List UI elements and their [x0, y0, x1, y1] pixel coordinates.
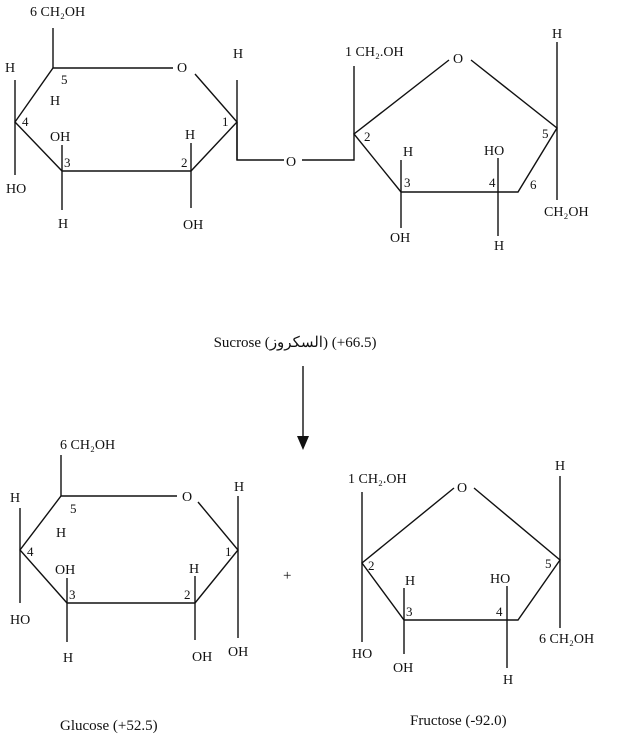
sucrose-fructose-c6-label: CH₂OH: [544, 205, 589, 220]
sucrose-fructose-c1-label: 1 CH₂.OH: [345, 45, 404, 60]
fructose-ring: [361, 487, 561, 621]
glucose-c5-number: 5: [70, 501, 77, 516]
sucrose-fructose-ring: [353, 59, 558, 193]
sucrose-glucose-c5-h: H: [50, 94, 60, 109]
glucose-c1-number: 1: [225, 544, 232, 559]
sucrose-glucose-c2-number: 2: [181, 155, 188, 170]
glucose-c3-h: H: [63, 651, 73, 666]
sucrose-fructose-c4-h: H: [494, 239, 504, 254]
fructose-c3-oh: OH: [393, 661, 413, 676]
sucrose-glucose-c3-number: 3: [64, 155, 71, 170]
glucose-ring: [19, 495, 239, 604]
fructose-c3-number: 3: [406, 604, 413, 619]
sucrose-fructose-ring-oxygen: O: [453, 52, 463, 67]
sucrose-fructose-c4-ho: HO: [484, 144, 504, 159]
glucose-c4-h: H: [10, 491, 20, 506]
fructose-ring-oxygen: O: [457, 481, 467, 496]
fructose-c4-number: 4: [496, 604, 503, 619]
sucrose-glucose-c4-number: 4: [22, 114, 29, 129]
glucose-c3-number: 3: [69, 587, 76, 602]
glucose-c2-oh: OH: [192, 650, 212, 665]
sucrose-fructose-c3-oh: OH: [390, 231, 410, 246]
sucrose-glucose-ring-oxygen: O: [177, 61, 187, 76]
sucrose-fructose-c5-h: H: [552, 27, 562, 42]
fructose-c4-h: H: [503, 673, 513, 688]
fructose-c5-number: 5: [545, 556, 552, 571]
glucose-c1-oh: OH: [228, 645, 248, 660]
glucose-c2-number: 2: [184, 587, 191, 602]
glucose-ring-oxygen: O: [182, 490, 192, 505]
glucose-c2-h: H: [189, 562, 199, 577]
sucrose-fructose-c2-number: 2: [364, 129, 371, 144]
fructose-c2-ho: HO: [352, 647, 372, 662]
glycosidic-bond: [236, 122, 284, 161]
sucrose-glucose-c1-number: 1: [222, 114, 229, 129]
fructose-c1-label: 1 CH₂.OH: [348, 472, 407, 487]
sucrose-fructose-c4-number: 4: [489, 175, 496, 190]
glucose-c1-h: H: [234, 480, 244, 495]
sucrose-glucose-c3-oh: OH: [50, 130, 70, 145]
fructose-caption: Fructose (-92.0): [410, 713, 507, 729]
sucrose-fructose-c3-number: 3: [404, 175, 411, 190]
sucrose-glucose-unit: 6 CH₂OH O H 1 2 H OH 3 OH H 4 H HO 5 H: [5, 5, 243, 233]
fructose-c6-label: 6 CH₂OH: [539, 632, 594, 647]
sucrose-fructose-c5-number: 5: [542, 126, 549, 141]
sucrose-fructose-c6-number: 6: [530, 177, 537, 192]
sucrose-glucose-c5-number: 5: [61, 72, 68, 87]
sucrose-fructose-c3-h: H: [403, 145, 413, 160]
fructose-product: 1 CH₂.OH O 2 HO 3 H OH 4 HO H 5 H 6 CH₂O…: [348, 459, 594, 729]
sucrose-glucose-c3-h: H: [58, 217, 68, 232]
glucose-ch2oh-label: 6 CH₂OH: [60, 438, 115, 453]
fructose-c3-h: H: [405, 574, 415, 589]
down-arrow-icon: [297, 366, 309, 450]
glucose-c3-oh: OH: [55, 563, 75, 578]
glucose-caption: Glucose (+52.5): [60, 718, 158, 734]
glycosidic-bond-fructose-side: [302, 134, 355, 161]
sucrose-glucose-c2-oh: OH: [183, 218, 203, 233]
sucrose-glucose-c4-ho: HO: [6, 182, 26, 197]
glycosidic-bridge: O: [236, 122, 355, 170]
sucrose-caption: Sucrose (السكروز) (+66.5): [214, 335, 377, 351]
sucrose-glucose-c1-h: H: [233, 47, 243, 62]
bridge-oxygen: O: [286, 155, 296, 170]
sucrose-glucose-ring: [14, 67, 238, 172]
glucose-c4-number: 4: [27, 544, 34, 559]
sucrose-glucose-c2-h: H: [185, 128, 195, 143]
sucrose-glucose-c4-h: H: [5, 61, 15, 76]
glucose-c4-ho: HO: [10, 613, 30, 628]
sucrose-glucose-ch2oh-label: 6 CH₂OH: [30, 5, 85, 20]
fructose-c5-h: H: [555, 459, 565, 474]
fructose-c2-number: 2: [368, 558, 375, 573]
sucrose-fructose-unit: 1 CH₂.OH O 2 3 H OH 4 HO H 5 H 6 CH₂OH: [345, 27, 589, 254]
glucose-product: 6 CH₂OH O H 1 OH 2 H OH 3 OH H 4 H HO 5 …: [10, 438, 248, 734]
fructose-c4-ho: HO: [490, 572, 510, 587]
glucose-c5-h: H: [56, 526, 66, 541]
plus-sign: +: [283, 568, 291, 584]
